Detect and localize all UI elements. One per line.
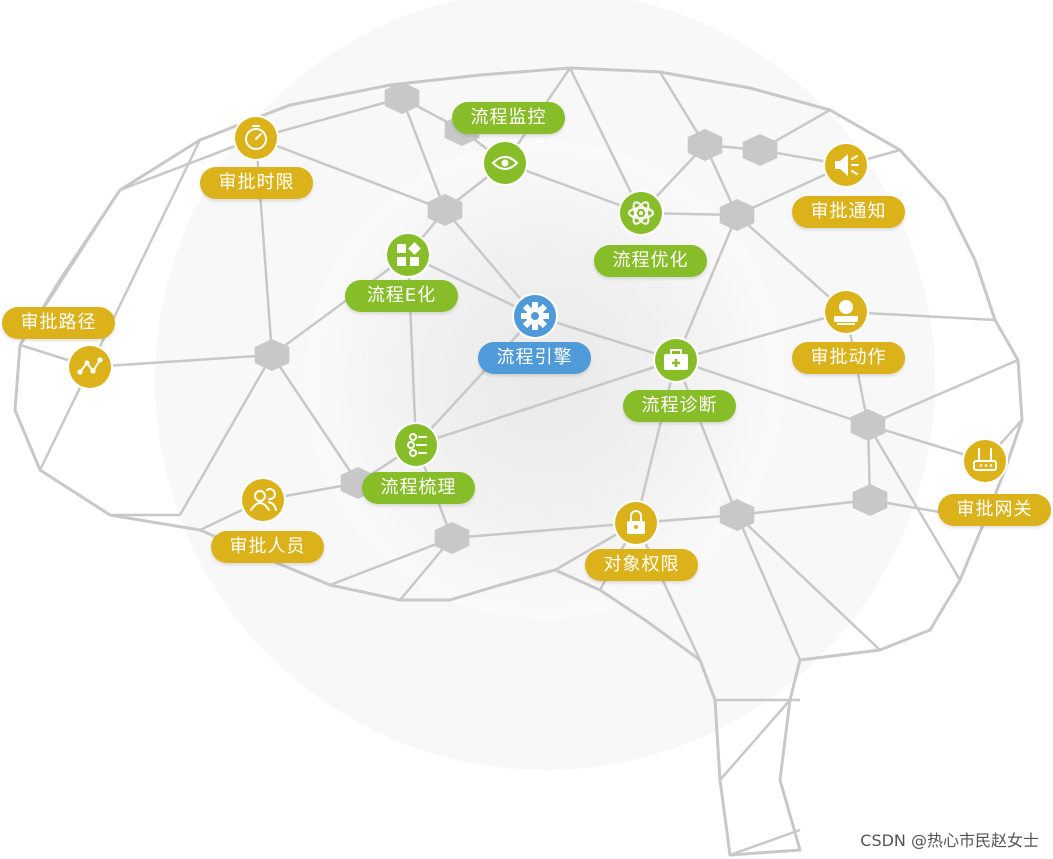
process-combing-label: 流程梳理 — [362, 472, 475, 504]
network-link — [407, 253, 536, 318]
atom-icon — [618, 190, 664, 236]
network-link — [400, 97, 447, 211]
network-link — [729, 828, 801, 857]
approval-gateway-label: 审批网关 — [938, 494, 1051, 526]
network-link — [178, 354, 274, 516]
network-link — [534, 314, 677, 362]
process-engine-label: 流程引擎 — [478, 342, 591, 374]
network-link — [674, 214, 739, 361]
network-hub — [719, 499, 755, 531]
network-link — [415, 315, 536, 446]
watermark: CSDN @热心市民赵女士 — [860, 831, 1039, 850]
node-icons — [67, 115, 1008, 546]
router-icon — [962, 438, 1008, 484]
process-optimization-label: 流程优化 — [594, 245, 707, 277]
network-link — [719, 699, 791, 781]
lock-icon — [613, 500, 659, 546]
object-permission-label: 对象权限 — [585, 549, 698, 581]
network-link — [270, 354, 360, 484]
network-link — [568, 67, 643, 214]
network-hub — [719, 199, 755, 231]
network-hub — [850, 409, 886, 441]
speaker-icon — [823, 142, 869, 188]
approval-time-limit-label: 审批时限 — [200, 167, 313, 199]
network-link — [736, 214, 847, 313]
network-link — [866, 424, 962, 581]
network-link — [271, 253, 409, 357]
approval-notification-label: 审批通知 — [792, 196, 905, 228]
network-link — [89, 353, 273, 369]
eye-icon — [482, 140, 528, 186]
network-hub — [434, 522, 470, 554]
network-link — [444, 209, 536, 317]
flow-list-icon — [393, 422, 439, 468]
network-link — [415, 358, 677, 447]
approval-action-label: 审批动作 — [792, 342, 905, 374]
network-hub — [254, 339, 290, 371]
network-link — [451, 521, 637, 540]
apps-grid-icon — [385, 232, 431, 278]
people-icon — [240, 477, 286, 523]
network-link — [867, 358, 1019, 427]
approval-path-label: 审批路径 — [2, 307, 115, 339]
gear-icon — [512, 293, 558, 339]
medical-kit-icon — [653, 337, 699, 383]
network-link — [255, 136, 446, 212]
network-hub — [742, 134, 778, 166]
network-link — [845, 310, 996, 322]
network-link — [736, 514, 881, 651]
process-e-label: 流程E化 — [345, 280, 458, 312]
background-halo-inner — [305, 140, 785, 620]
route-path-icon — [67, 344, 113, 390]
network-link — [634, 522, 702, 661]
network-link — [675, 358, 869, 427]
network-link — [634, 359, 678, 524]
network-hub — [427, 194, 463, 226]
network-hub — [687, 129, 723, 161]
process-monitoring-label: 流程监控 — [452, 102, 565, 134]
approval-personnel-label: 审批人员 — [211, 531, 324, 563]
stopwatch-icon — [233, 115, 279, 161]
network-link — [504, 161, 642, 215]
network-hub — [384, 82, 420, 114]
network-link — [329, 536, 453, 587]
network-hubs — [254, 82, 888, 554]
network-hub — [852, 484, 888, 516]
stamp-icon — [823, 289, 869, 335]
network-link — [255, 96, 403, 140]
network-link — [674, 359, 739, 516]
network-link — [735, 514, 802, 661]
network-link — [675, 310, 847, 362]
process-diagnosis-label: 流程诊断 — [623, 390, 736, 422]
network-link — [736, 498, 871, 517]
